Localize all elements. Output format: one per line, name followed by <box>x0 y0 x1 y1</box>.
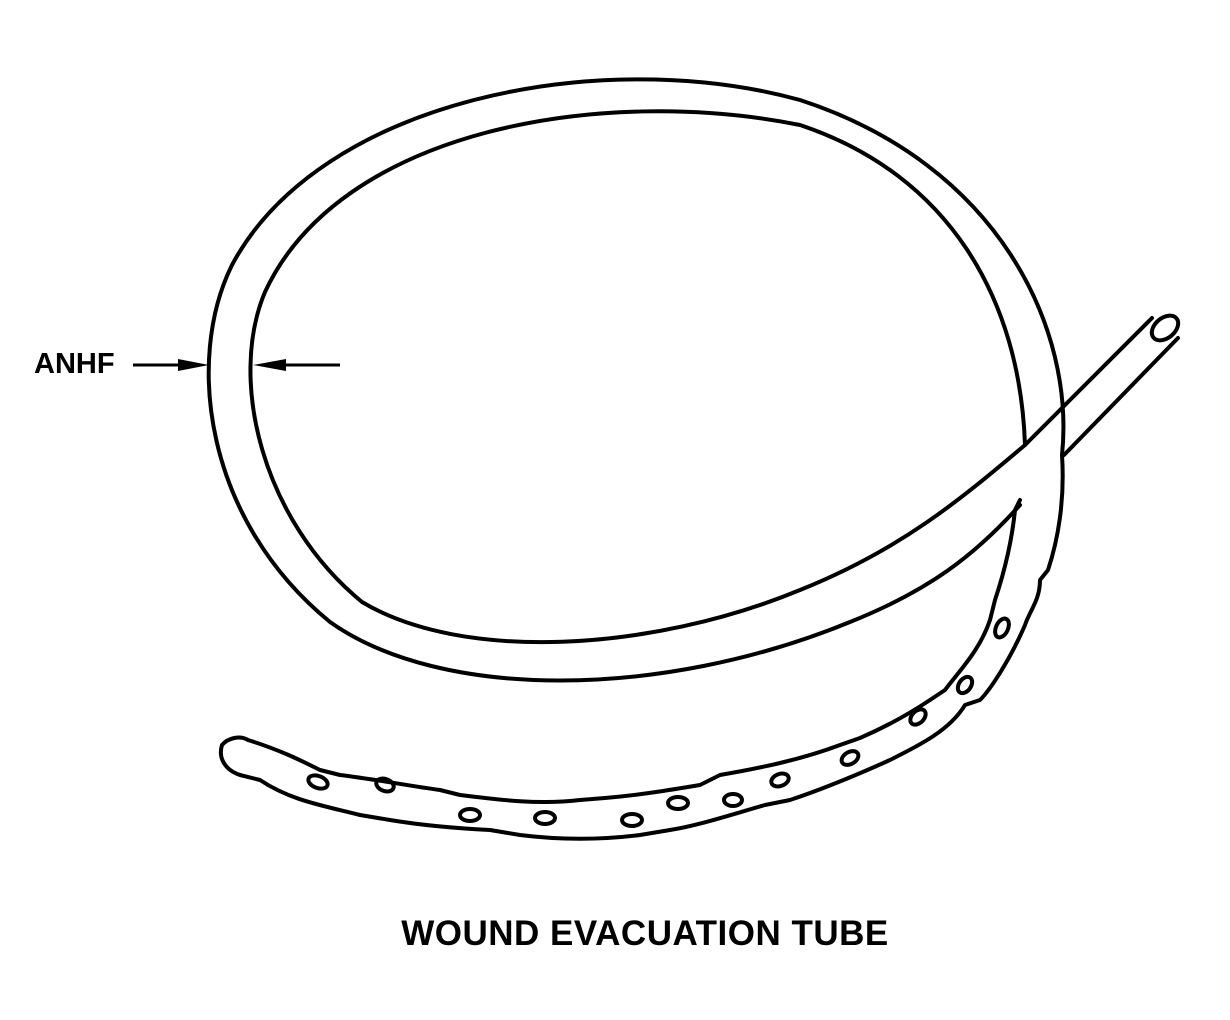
tube-upper-line <box>1023 316 1154 447</box>
hole <box>374 776 396 794</box>
hole <box>908 707 928 727</box>
hole <box>533 810 557 826</box>
hole <box>458 807 482 823</box>
perforation-holes <box>306 616 1011 828</box>
dimension-label: ANHF <box>34 348 115 380</box>
hole <box>955 674 975 696</box>
tube-open-end <box>1149 313 1181 343</box>
hole <box>722 792 744 808</box>
loop-inner-edge <box>248 109 1027 645</box>
hole <box>666 795 690 811</box>
loop-outer-edge <box>206 77 1066 683</box>
tube-lower-line <box>1062 336 1180 457</box>
hole <box>306 773 330 791</box>
hole <box>993 616 1011 640</box>
arrowhead-left-icon <box>253 359 286 371</box>
hole <box>769 771 791 789</box>
dimension-arrows <box>133 359 340 371</box>
perforated-segment <box>219 453 1065 841</box>
figure-title: WOUND EVACUATION TUBE <box>401 914 889 953</box>
hole <box>839 749 861 767</box>
arrowhead-right-icon <box>178 359 209 371</box>
hole <box>620 812 644 828</box>
